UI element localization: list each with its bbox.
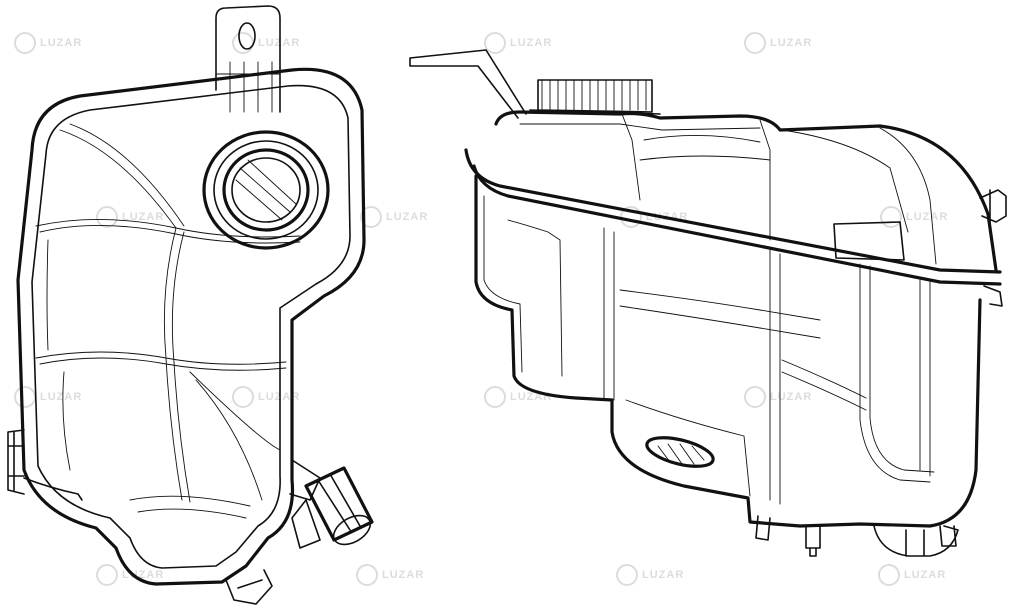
tank-inner-wall <box>31 84 351 569</box>
body-seam <box>619 289 821 339</box>
tank-outline <box>16 67 366 586</box>
lower-port-hatch <box>657 443 705 465</box>
bottom-nozzle <box>225 569 273 605</box>
body-seam <box>781 359 867 411</box>
panel-curve <box>137 508 247 519</box>
side-connector <box>979 189 1007 223</box>
bottom-outlet <box>755 515 771 541</box>
panel-seam <box>39 225 301 244</box>
mounting-tab <box>215 5 281 113</box>
filler-cap <box>529 79 661 115</box>
body-seam <box>639 135 771 161</box>
filler-neck-ring <box>213 140 319 240</box>
panel-curve <box>189 371 281 451</box>
mounting-flange <box>472 164 1002 286</box>
body-seam <box>769 249 781 505</box>
tank-front-view <box>7 5 374 605</box>
panel-curve <box>129 495 251 507</box>
body-seam <box>519 113 771 241</box>
panel-seam <box>35 351 287 365</box>
body-seam <box>879 127 937 265</box>
tab-ribs <box>215 61 281 113</box>
body-seam <box>859 263 935 483</box>
bottom-outlet <box>939 525 957 547</box>
filler-neck-outer <box>202 130 330 250</box>
tank-lower-outline <box>474 174 982 528</box>
side-clip <box>7 429 25 495</box>
body-seam <box>625 399 751 497</box>
flange-clip <box>983 285 1003 307</box>
panel-seam <box>171 231 191 503</box>
filler-neck-inner <box>222 148 310 232</box>
tank-side-view <box>409 49 1007 557</box>
lower-port <box>645 436 715 468</box>
bottom-outlet <box>805 525 821 557</box>
body-seam <box>603 227 615 401</box>
body-seam <box>507 219 563 377</box>
panel-curve <box>195 379 263 501</box>
panel-seam <box>163 227 183 501</box>
body-seam <box>919 279 931 477</box>
panel-curve <box>62 371 71 471</box>
panel-curve <box>69 123 185 227</box>
top-block <box>833 221 905 261</box>
side-clip-bracket <box>23 477 83 501</box>
body-seam <box>781 129 909 233</box>
mounting-flange <box>464 148 1002 274</box>
filler-thread <box>235 159 297 221</box>
outlet-fitting <box>289 459 374 549</box>
mounting-bracket <box>409 49 527 119</box>
tank-upper-outline <box>494 110 998 272</box>
filler-neck-bore <box>231 157 301 223</box>
panel-curve <box>46 239 49 351</box>
mounting-hole <box>238 22 256 50</box>
bottom-outlet <box>873 525 959 557</box>
panel-curve <box>59 129 177 229</box>
body-seam <box>483 195 523 373</box>
